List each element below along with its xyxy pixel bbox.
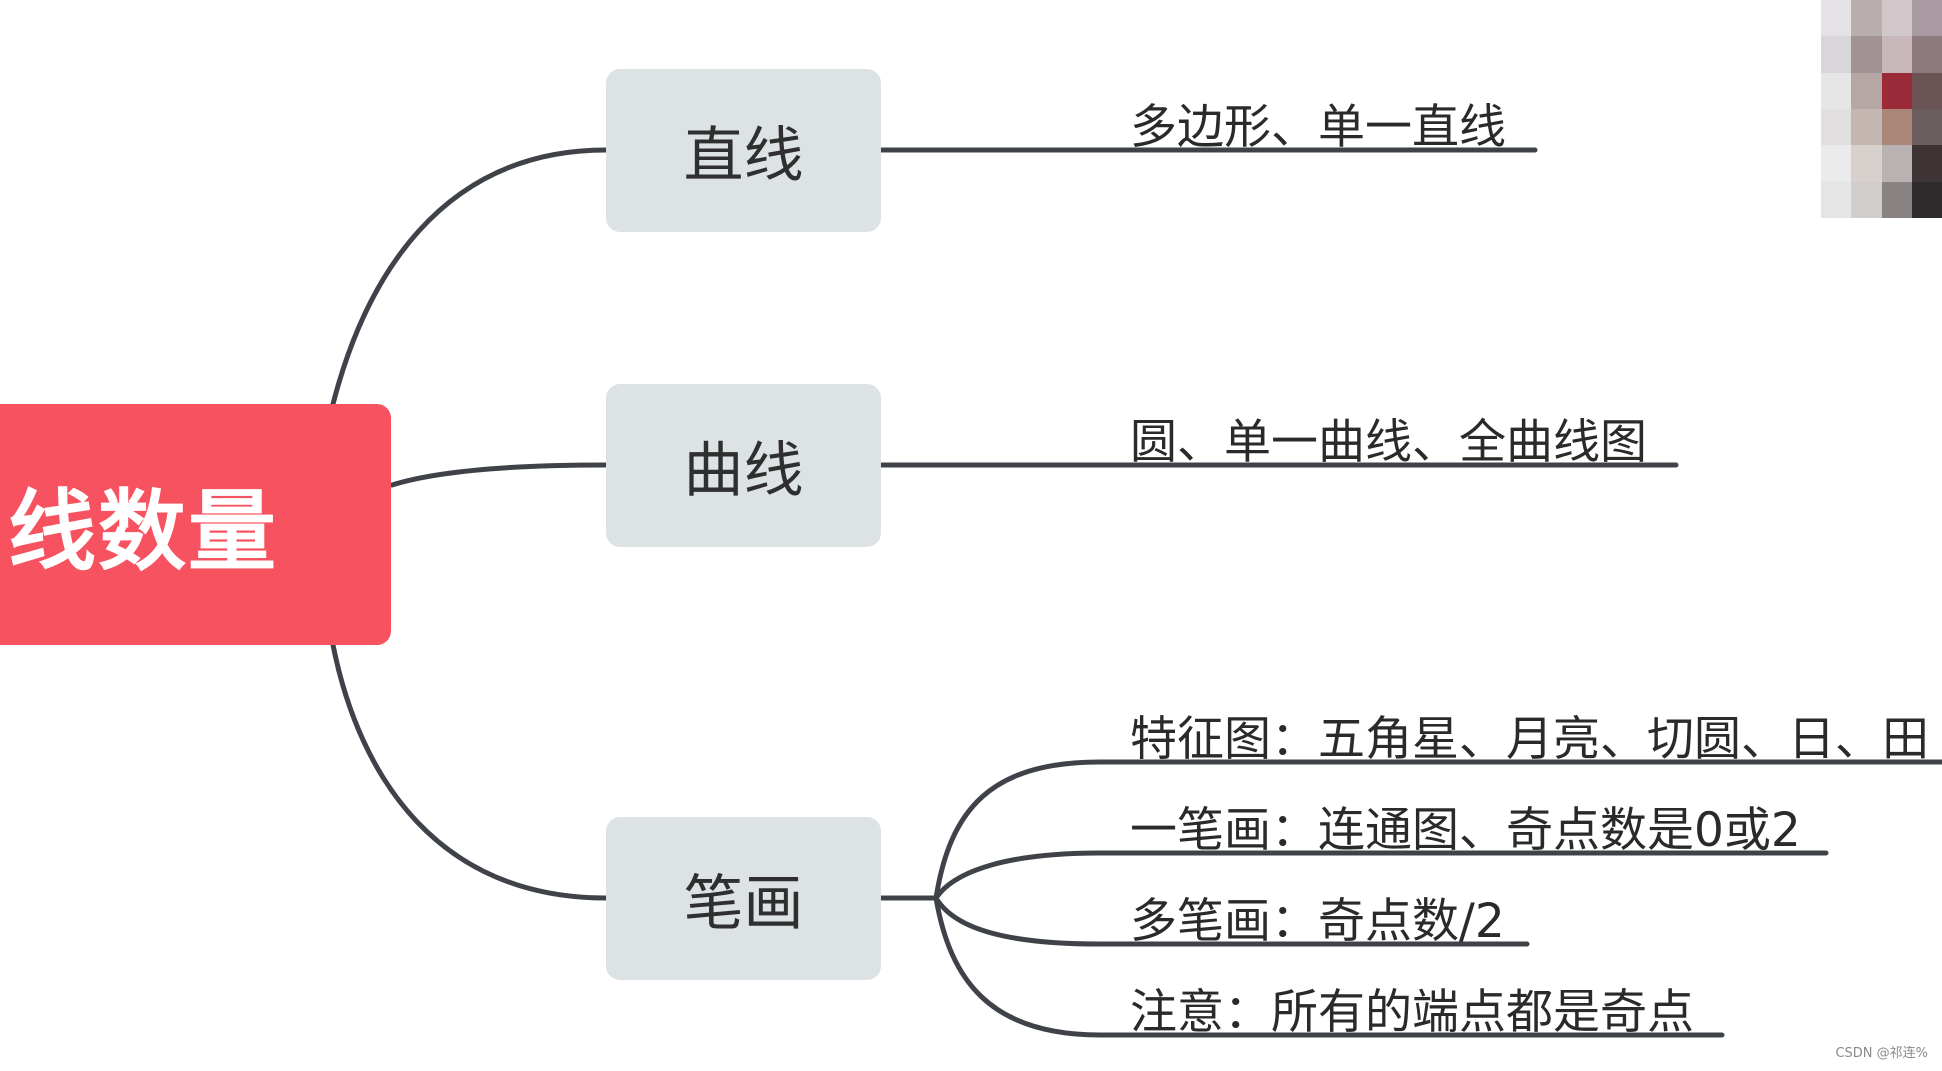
branch-node-bihua[interactable]: 笔画	[606, 817, 881, 980]
leaf-label-bihua-3: 多笔画：奇点数/2	[1130, 894, 1505, 949]
connector-bihua-leaf-2	[933, 850, 1829, 901]
pixelated-webcam-thumbnail	[1821, 0, 1942, 218]
leaf-label-bihua-1: 特征图：五角星、月亮、切圆、日、田	[1130, 712, 1929, 767]
connector-bihua-leaf-1	[933, 759, 1942, 901]
connector-bihua-leaf-3	[933, 895, 1530, 947]
connector-root-to-zhixian	[330, 147, 609, 407]
branch-label: 直线	[683, 121, 804, 191]
root-label: 线数量	[8, 480, 279, 583]
root-node[interactable]: 线数量	[0, 404, 391, 645]
branch-label: 曲线	[683, 436, 804, 506]
leaf-label-bihua-2: 一笔画：连通图、奇点数是0或2	[1130, 803, 1801, 858]
watermark: CSDN @祁连%	[1835, 1046, 1928, 1061]
branch-label: 笔画	[683, 869, 804, 939]
leaf-label-quxian: 圆、单一曲线、全曲线图	[1130, 415, 1647, 470]
leaf-label-zhixian: 多边形、单一直线	[1130, 100, 1506, 155]
connector-root-to-quxian	[389, 462, 609, 488]
connector-root-to-bihua	[330, 642, 609, 901]
branch-node-zhixian[interactable]: 直线	[606, 69, 881, 232]
leaf-label-bihua-4: 注意：所有的端点都是奇点	[1130, 985, 1694, 1040]
connector-bihua-leaf-4	[933, 895, 1725, 1038]
branch-node-quxian[interactable]: 曲线	[606, 384, 881, 547]
